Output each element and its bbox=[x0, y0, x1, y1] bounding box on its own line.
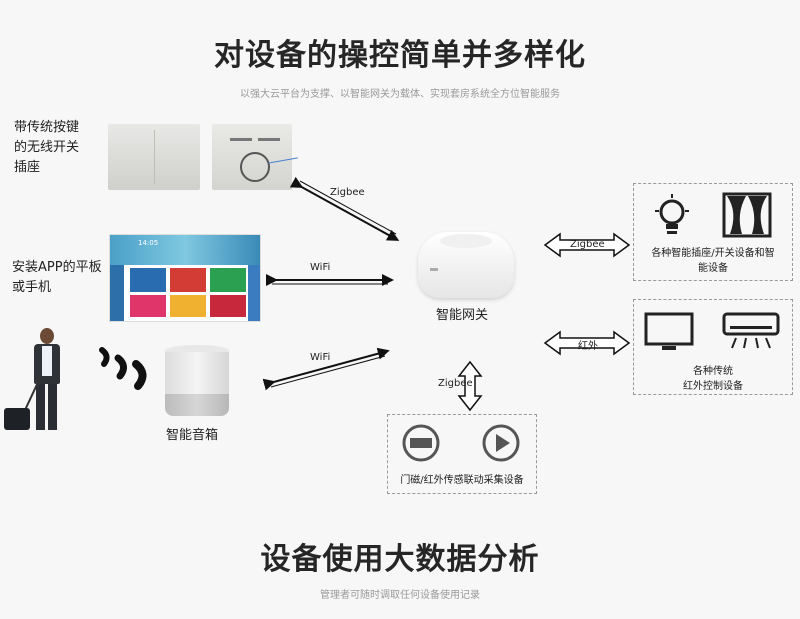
speaker-fabric bbox=[165, 394, 229, 416]
switch-label-line: 带传统按键 bbox=[14, 120, 80, 135]
tablet-tile bbox=[130, 268, 166, 292]
luggage-icon bbox=[4, 408, 30, 430]
tablet-sidebar bbox=[110, 265, 124, 321]
switch-divider bbox=[154, 130, 155, 184]
person-leg bbox=[36, 384, 45, 430]
light-bulb-icon bbox=[655, 194, 689, 234]
socket-hole bbox=[230, 138, 252, 141]
arrow-wifi-speaker-outline bbox=[270, 355, 386, 388]
tablet-banner: 14:05 bbox=[110, 235, 260, 265]
zigbee-down-label: Zigbee bbox=[438, 378, 473, 389]
curtain-icon bbox=[722, 192, 772, 238]
gateway-image bbox=[418, 226, 514, 302]
tablet-time: 14:05 bbox=[138, 239, 159, 247]
arrow-zigbee-right bbox=[543, 232, 631, 258]
arrow-zigbee-switch bbox=[289, 176, 400, 241]
arrow-ir-right bbox=[543, 330, 631, 356]
gateway-port bbox=[430, 268, 438, 271]
smart-devices-label: 各种智能插座/开关设备和智 能设备 bbox=[634, 244, 792, 274]
ir-right-label: 红外 bbox=[578, 341, 598, 352]
tablet-image: 14:05 bbox=[109, 234, 261, 322]
switch-label-line: 的无线开关 bbox=[14, 140, 80, 155]
ir-devices-label: 各种传统 红外控制设备 bbox=[634, 362, 792, 392]
page-title: 对设备的操控简单并多样化 bbox=[214, 38, 586, 73]
tablet-label-line: 或手机 bbox=[12, 280, 52, 295]
smart-devices-label-line: 各种智能插座/开关设备和智 bbox=[651, 248, 775, 259]
smart-devices-label-line: 能设备 bbox=[698, 263, 728, 274]
smart-speaker-image bbox=[165, 345, 229, 417]
tv-icon bbox=[644, 312, 694, 350]
switch-label: 带传统按键 的无线开关 插座 bbox=[14, 118, 79, 178]
person-shirt bbox=[42, 346, 52, 376]
socket-highlight-circle bbox=[240, 152, 270, 182]
person-leg bbox=[48, 384, 57, 430]
tablet-tile bbox=[210, 295, 246, 317]
arrow-zigbee-switch-outline bbox=[299, 180, 397, 235]
ir-devices-label-line: 红外控制设备 bbox=[683, 381, 743, 392]
ir-devices-box: 各种传统 红外控制设备 bbox=[633, 299, 793, 395]
infrared-sensor-icon bbox=[482, 424, 520, 462]
tablet-right-bar bbox=[248, 265, 260, 321]
socket-hole bbox=[258, 138, 280, 141]
tablet-tile bbox=[210, 268, 246, 292]
sensors-label: 门磁/红外传感联动采集设备 bbox=[400, 475, 524, 486]
zigbee-top-label: Zigbee bbox=[330, 187, 365, 198]
wifi-mid-label: WiFi bbox=[310, 262, 331, 273]
person-head bbox=[40, 328, 54, 344]
ir-devices-label-line: 各种传统 bbox=[693, 366, 733, 377]
wall-switch-image bbox=[108, 124, 200, 190]
tablet-label-line: 安装APP的平板 bbox=[12, 260, 102, 275]
tablet-tile bbox=[170, 295, 206, 317]
gateway-label: 智能网关 bbox=[436, 308, 489, 323]
door-sensor-icon bbox=[402, 424, 440, 462]
zigbee-right-label: Zigbee bbox=[570, 239, 605, 250]
arrow-wifi-speaker bbox=[262, 347, 390, 391]
footer-subtitle: 管理者可随时调取任何设备使用记录 bbox=[320, 590, 480, 601]
arrow-zigbee-down bbox=[457, 360, 483, 412]
tablet-tile bbox=[130, 295, 166, 317]
traveler-figure bbox=[4, 326, 70, 442]
smart-devices-box: 各种智能插座/开关设备和智 能设备 bbox=[633, 183, 793, 281]
speaker-label: 智能音箱 bbox=[166, 428, 219, 443]
air-conditioner-icon bbox=[722, 312, 780, 349]
footer-title: 设备使用大数据分析 bbox=[260, 542, 540, 577]
page-subtitle: 以强大云平台为支撑、以智能网关为载体、实现套房系统全方位智能服务 bbox=[240, 89, 560, 100]
tablet-tile bbox=[170, 268, 206, 292]
sensors-box: 门磁/红外传感联动采集设备 bbox=[387, 414, 537, 494]
wifi-low-label: WiFi bbox=[310, 352, 331, 363]
sound-waves-icon bbox=[99, 347, 147, 390]
wall-socket-image bbox=[212, 124, 298, 190]
tablet-label: 安装APP的平板 或手机 bbox=[12, 258, 102, 298]
switch-label-line: 插座 bbox=[14, 160, 41, 175]
gateway-top bbox=[440, 234, 492, 248]
speaker-body bbox=[165, 352, 229, 394]
